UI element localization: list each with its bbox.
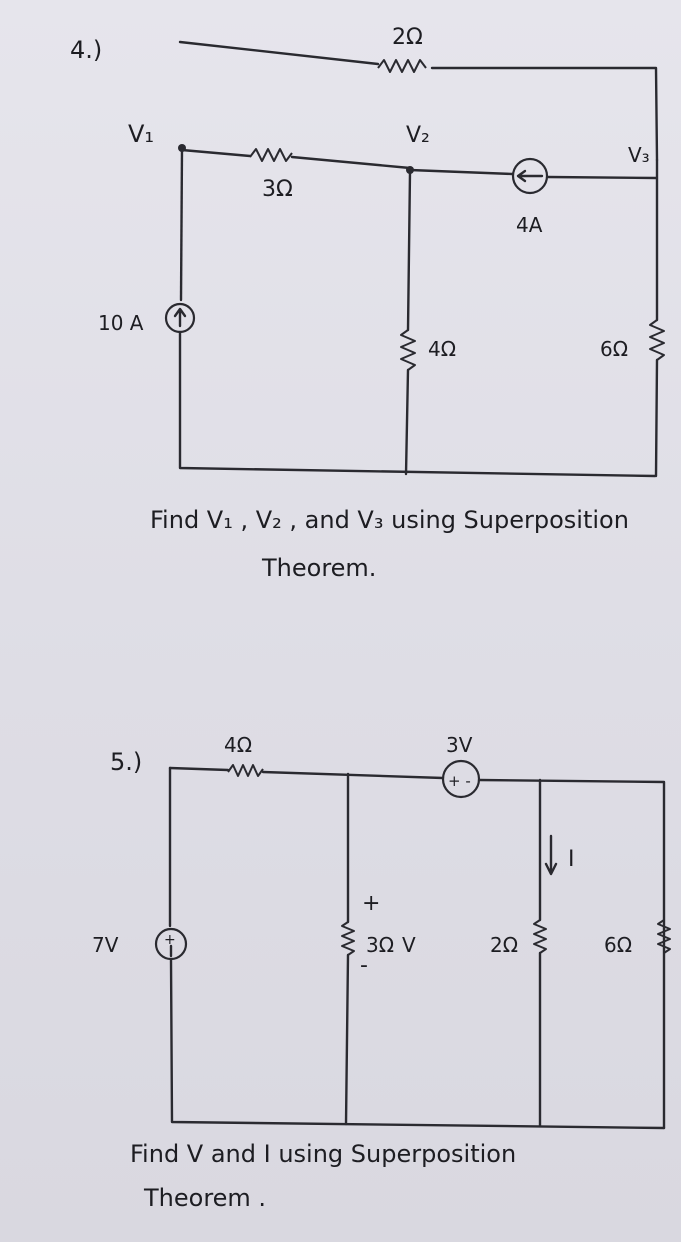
voltage-source-3v-polarity: + - [448,772,471,790]
problem-4-question-line-1: Find V₁ , V₂ , and V₃ using Superpositio… [150,506,629,534]
current-source-10a-arrow-icon [173,307,187,328]
wire-right-lower [654,358,659,478]
wire-p5-bottom [169,958,666,1130]
wire-v2-to-4a [408,168,514,176]
voltage-source-7v-plus: + [164,932,176,948]
wire-top-right [430,66,659,162]
current-source-4a-arrow-icon [516,169,544,183]
label-node-v1: V₁ [128,120,154,148]
label-r-3ohm: 3Ω [262,177,293,202]
label-p5-r-6ohm: 6Ω [604,933,632,957]
problem-5-question-line-2: Theorem . [143,1184,266,1212]
wire-top-left [178,40,380,66]
wire-4ohm-down [404,368,410,476]
current-source-4a [511,157,549,195]
label-current-source-10a: 10 A [98,311,144,335]
resistor-4ohm-top [227,764,264,777]
problem-4-question-line-2: Theorem. [261,554,376,582]
resistor-2ohm-branch [533,919,547,954]
label-voltage-source-3v: 3V [446,733,473,757]
label-voltage-source-7v: 7V [92,933,119,957]
problem-5-number: 5.) [110,748,142,776]
label-r-6ohm: 6Ω [600,337,628,361]
label-v-plus: + [362,891,380,916]
label-current-i: I [568,847,575,872]
current-i-arrow-icon [544,834,558,876]
wire-3ohm-to-v2 [290,155,412,170]
resistor-6ohm-p5 [657,919,671,954]
resistor-3ohm [249,148,293,162]
wire-bottom [178,330,657,478]
label-p5-r-4ohm: 4Ω [224,733,252,757]
label-r-4ohm: 4Ω [428,337,456,361]
problem-4-number: 4.) [70,36,102,64]
resistor-6ohm-right [649,319,665,361]
wire-v1-to-3ohm [180,148,252,158]
wire-v2-down [406,170,412,332]
label-p5-r-2ohm: 2Ω [490,933,518,957]
label-voltage-v: V [402,933,416,957]
label-v-minus: - [360,953,368,978]
wire-4a-to-v3 [546,175,658,180]
wire-left-upper [179,146,184,302]
problem-5-question-line-1: Find V and I using Superposition [130,1140,516,1168]
label-node-v2: V₂ [406,123,430,148]
resistor-2ohm-top [377,59,427,73]
resistor-3ohm-middle [341,921,355,956]
label-node-v3: V₃ [628,143,650,167]
label-r-top-2ohm: 2Ω [392,25,423,50]
wire-p5-mid-lower [344,953,350,1126]
problem-5-circuit: 5.) 4Ω + - 3V + 7V + - 3Ω V I 2Ω [92,733,671,1212]
wire-p5-top-left [168,766,230,772]
problem-4-circuit: 4.) 2Ω V₁ 10 A 3Ω V₂ 4A V₃ 4Ω [70,25,665,582]
resistor-4ohm [400,329,416,371]
wire-p5-top-mid [261,770,445,780]
label-current-source-4a: 4A [516,213,543,237]
label-p5-r-3ohm: 3Ω [366,933,394,957]
